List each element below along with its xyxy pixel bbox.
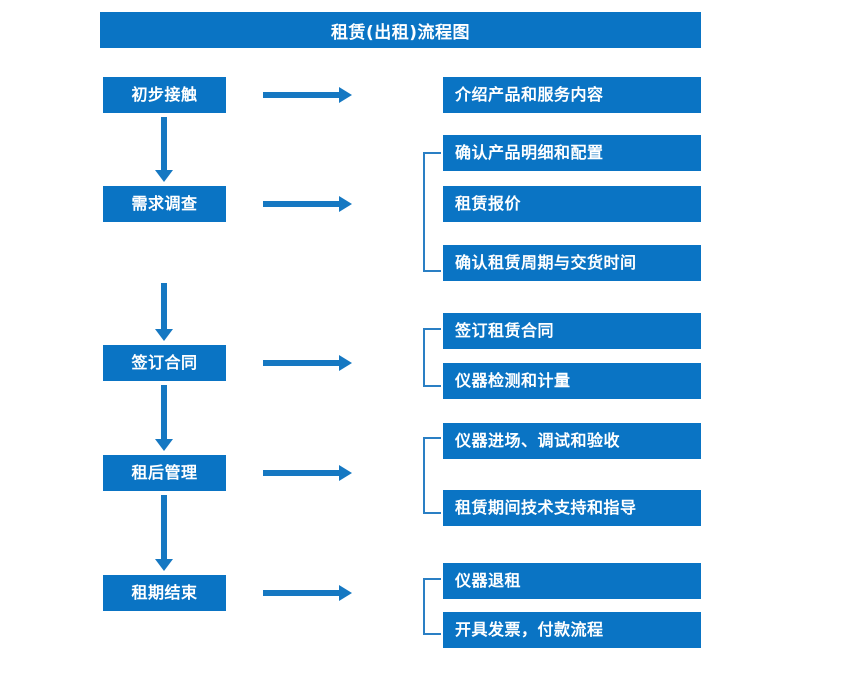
- stage-box-2: 需求调查: [103, 186, 226, 222]
- arrow-shaft: [263, 92, 340, 98]
- arrow-head: [339, 355, 352, 371]
- detail-box-7: 仪器进场、调试和验收: [443, 423, 701, 459]
- detail-box-1: 介绍产品和服务内容: [443, 77, 701, 113]
- detail-box-10: 开具发票，付款流程: [443, 612, 701, 648]
- horizontal-arrow-3: [263, 355, 352, 371]
- detail-box-9: 仪器退租: [443, 563, 701, 599]
- detail-box-2: 确认产品明细和配置: [443, 135, 701, 171]
- arrow-head: [339, 196, 352, 212]
- arrow-head: [155, 439, 173, 451]
- vertical-arrow-4: [155, 495, 173, 571]
- arrow-shaft: [263, 201, 340, 207]
- stage-box-5: 租期结束: [103, 575, 226, 611]
- detail-box-5: 签订租赁合同: [443, 313, 701, 349]
- arrow-shaft: [161, 283, 167, 329]
- vertical-arrow-2: [155, 283, 173, 341]
- arrow-shaft: [263, 360, 340, 366]
- arrow-head: [339, 585, 352, 601]
- stage-box-1: 初步接触: [103, 77, 226, 113]
- horizontal-arrow-5: [263, 585, 352, 601]
- arrow-head: [155, 559, 173, 571]
- arrow-head: [155, 170, 173, 182]
- arrow-shaft: [161, 495, 167, 559]
- horizontal-arrow-2: [263, 196, 352, 212]
- arrow-shaft: [263, 590, 340, 596]
- arrow-shaft: [161, 117, 167, 170]
- group-bracket-3: [423, 437, 441, 514]
- group-bracket-4: [423, 578, 441, 635]
- stage-box-4: 租后管理: [103, 455, 226, 491]
- vertical-arrow-3: [155, 385, 173, 451]
- detail-box-3: 租赁报价: [443, 186, 701, 222]
- group-bracket-1: [423, 152, 441, 272]
- detail-box-6: 仪器检测和计量: [443, 363, 701, 399]
- horizontal-arrow-1: [263, 87, 352, 103]
- arrow-head: [155, 329, 173, 341]
- stage-box-3: 签订合同: [103, 345, 226, 381]
- arrow-shaft: [161, 385, 167, 439]
- arrow-head: [339, 465, 352, 481]
- horizontal-arrow-4: [263, 465, 352, 481]
- detail-box-4: 确认租赁周期与交货时间: [443, 245, 701, 281]
- detail-box-8: 租赁期间技术支持和指导: [443, 490, 701, 526]
- page-title: 租赁(出租)流程图: [100, 12, 701, 48]
- arrow-head: [339, 87, 352, 103]
- group-bracket-2: [423, 328, 441, 387]
- vertical-arrow-1: [155, 117, 173, 182]
- arrow-shaft: [263, 470, 340, 476]
